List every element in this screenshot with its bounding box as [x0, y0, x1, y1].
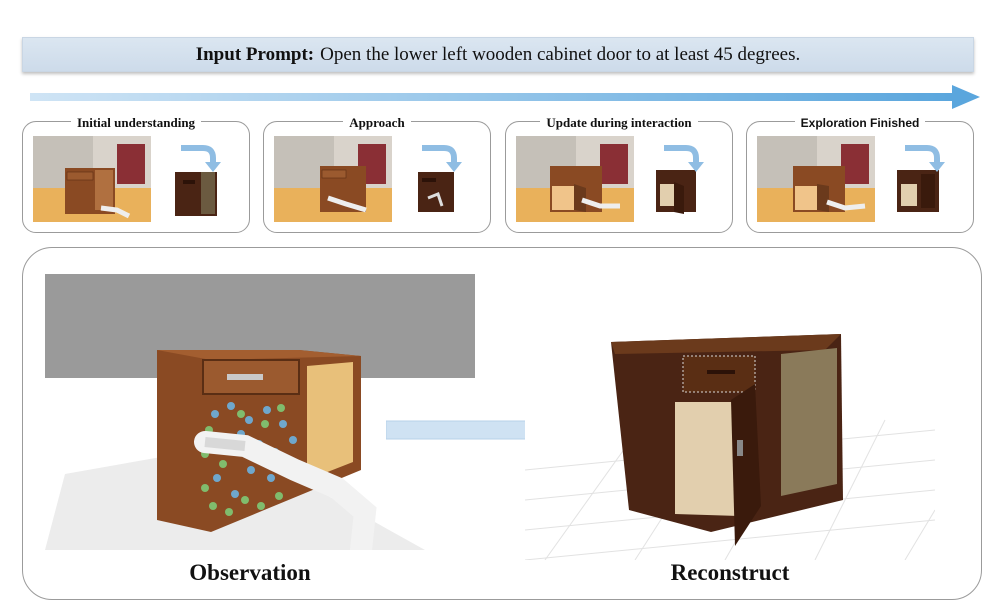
stage-approach: Approach: [263, 115, 491, 233]
scene-thumbnail: [516, 136, 634, 222]
stage-title: Approach: [343, 115, 411, 130]
input-prompt-banner: Input Prompt: Open the lower left wooden…: [22, 37, 974, 72]
prompt-label: Input Prompt:: [195, 43, 315, 65]
reconstruction-image: [525, 320, 935, 560]
reconstruct-label: Reconstruct: [670, 560, 790, 585]
timeline-arrow: [30, 85, 980, 109]
stage-exploration-finished: Exploration Finished: [746, 116, 974, 233]
scene-thumbnail: [757, 136, 875, 222]
stage-title: Exploration Finished: [794, 116, 926, 130]
stage-title: Update during interaction: [540, 115, 698, 130]
reconstruction-thumbnail: [175, 145, 221, 216]
scene-thumbnail: [274, 136, 392, 222]
stage-update-during-interaction: Update during interaction: [505, 115, 733, 233]
stage-title: Initial understanding: [70, 115, 202, 130]
reconstruction-thumbnail: [897, 145, 945, 212]
prompt-text: Open the lower left wooden cabinet door …: [320, 43, 801, 65]
observation-label: Observation: [189, 560, 311, 585]
reconstruction-thumbnail: [656, 145, 704, 214]
scene-thumbnail: [33, 136, 151, 222]
reconstruction-thumbnail: [418, 145, 462, 212]
stage-initial-understanding: Initial understanding: [22, 115, 250, 233]
observation-image: [45, 274, 475, 550]
